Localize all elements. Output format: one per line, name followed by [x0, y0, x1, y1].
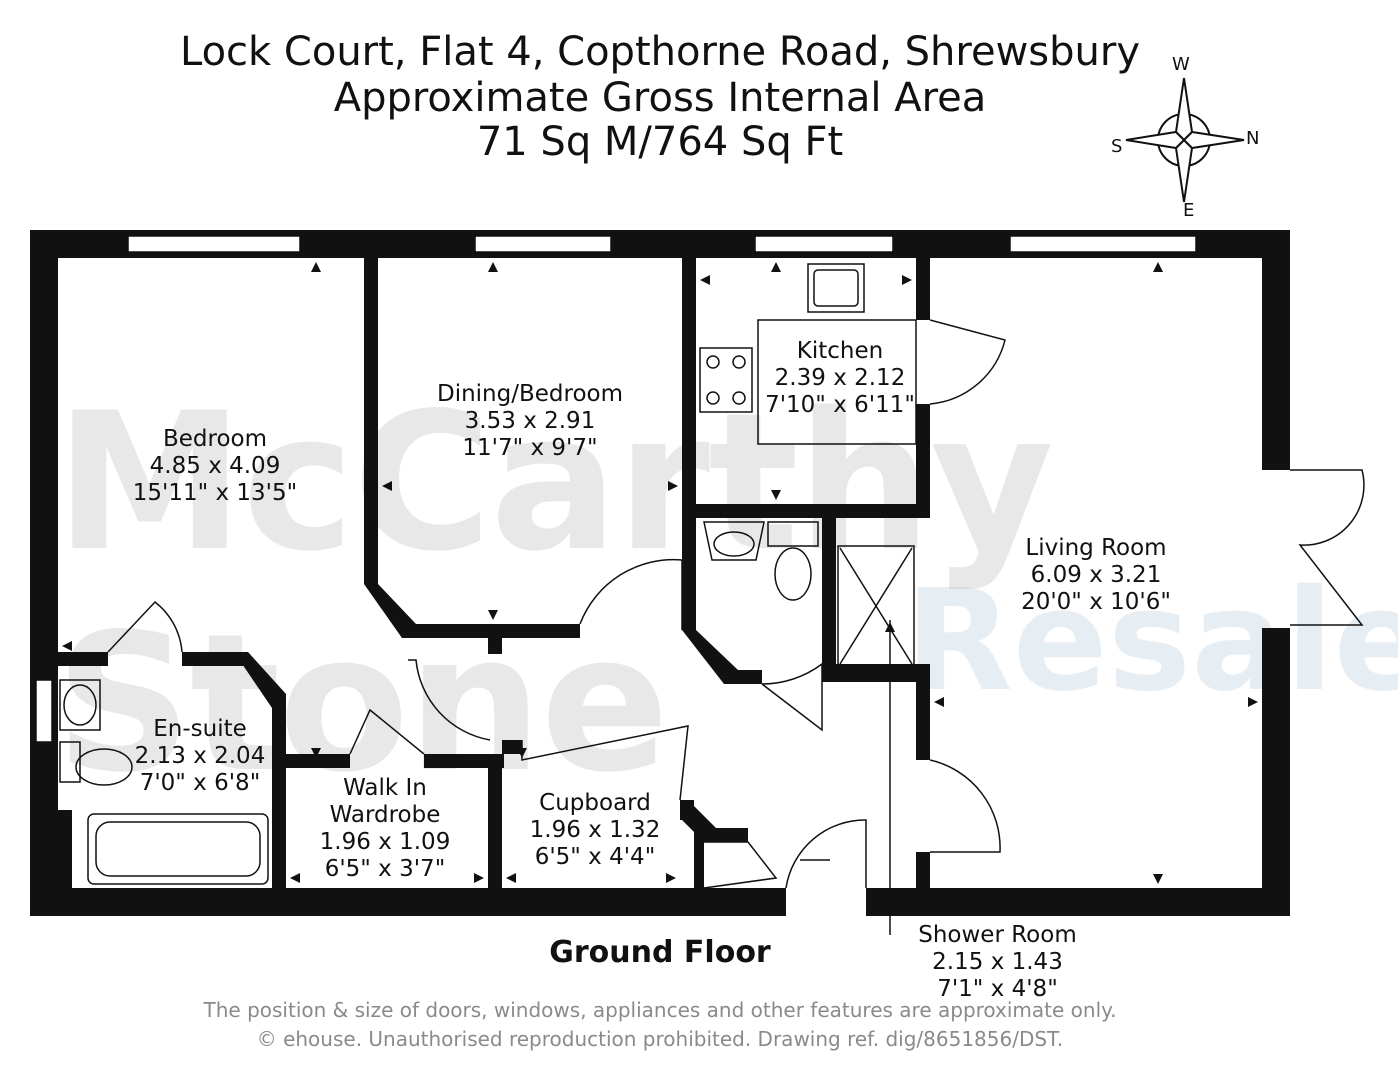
room-wardrobe-name-2: Wardrobe	[329, 802, 441, 828]
plan-title: Lock Court, Flat 4, Copthorne Road, Shre…	[180, 29, 1140, 75]
compass-north-label: N	[1246, 128, 1260, 149]
room-living-imperial: 20'0" x 10'6"	[1021, 589, 1171, 615]
room-shower-name: Shower Room	[918, 922, 1077, 948]
floor-label: Ground Floor	[549, 935, 771, 970]
compass-icon	[1125, 77, 1245, 203]
room-cupboard-metric: 1.96 x 1.32	[529, 817, 661, 843]
room-ensuite: En-suite 2.13 x 2.04 7'0" x 6'8"	[120, 716, 280, 797]
footer-copyright: © ehouse. Unauthorised reproduction proh…	[256, 1027, 1064, 1051]
dimension-arrows	[62, 262, 1258, 884]
room-wardrobe-imperial: 6'5" x 3'7"	[324, 856, 446, 882]
room-kitchen-name: Kitchen	[796, 338, 884, 364]
room-dining-name: Dining/Bedroom	[436, 381, 624, 407]
room-shower-metric: 2.15 x 1.43	[932, 949, 1063, 975]
windows	[35, 235, 1197, 743]
room-bedroom-name: Bedroom	[162, 426, 268, 452]
room-kitchen: Kitchen 2.39 x 2.12 7'10" x 6'11"	[760, 338, 920, 419]
compass-east-label: E	[1183, 200, 1195, 221]
room-shower: Shower Room 2.15 x 1.43 7'1" x 4'8"	[900, 922, 1095, 1003]
room-ensuite-metric: 2.13 x 2.04	[134, 743, 266, 769]
room-living: Living Room 6.09 x 3.21 20'0" x 10'6"	[1006, 535, 1186, 616]
plan-area: 71 Sq M/764 Sq Ft	[476, 119, 844, 165]
room-dining-imperial: 11'7" x 9'7"	[462, 435, 598, 461]
room-cupboard: Cupboard 1.96 x 1.32 6'5" x 4'4"	[510, 790, 680, 871]
room-kitchen-metric: 2.39 x 2.12	[774, 365, 906, 391]
plan-subtitle: Approximate Gross Internal Area	[333, 75, 987, 121]
room-living-name: Living Room	[1025, 535, 1167, 561]
exterior-walls	[30, 230, 1290, 916]
room-wardrobe-name-1: Walk In	[343, 775, 427, 801]
room-bedroom-imperial: 15'11" x 13'5"	[132, 480, 298, 506]
fixtures	[59, 263, 917, 935]
room-bedroom: Bedroom 4.85 x 4.09 15'11" x 13'5"	[125, 426, 305, 507]
room-shower-imperial: 7'1" x 4'8"	[937, 976, 1058, 1002]
footer-disclaimer: The position & size of doors, windows, a…	[203, 998, 1117, 1022]
compass-south-label: S	[1111, 136, 1123, 157]
room-cupboard-name: Cupboard	[539, 790, 651, 816]
room-walk-in-wardrobe: Walk In Wardrobe 1.96 x 1.09 6'5" x 3'7"	[300, 775, 470, 883]
compass-west-label: W	[1172, 54, 1190, 75]
room-wardrobe-metric: 1.96 x 1.09	[319, 829, 451, 855]
room-ensuite-name: En-suite	[153, 716, 247, 742]
room-cupboard-imperial: 6'5" x 4'4"	[534, 844, 656, 870]
room-bedroom-metric: 4.85 x 4.09	[149, 453, 281, 479]
door-swings	[107, 319, 1365, 889]
interior-walls	[58, 258, 930, 888]
room-kitchen-imperial: 7'10" x 6'11"	[765, 392, 915, 418]
room-living-metric: 6.09 x 3.21	[1030, 562, 1162, 588]
room-dining-metric: 3.53 x 2.91	[464, 408, 596, 434]
room-dining-bedroom: Dining/Bedroom 3.53 x 2.91 11'7" x 9'7"	[420, 381, 640, 462]
room-ensuite-imperial: 7'0" x 6'8"	[139, 770, 261, 796]
